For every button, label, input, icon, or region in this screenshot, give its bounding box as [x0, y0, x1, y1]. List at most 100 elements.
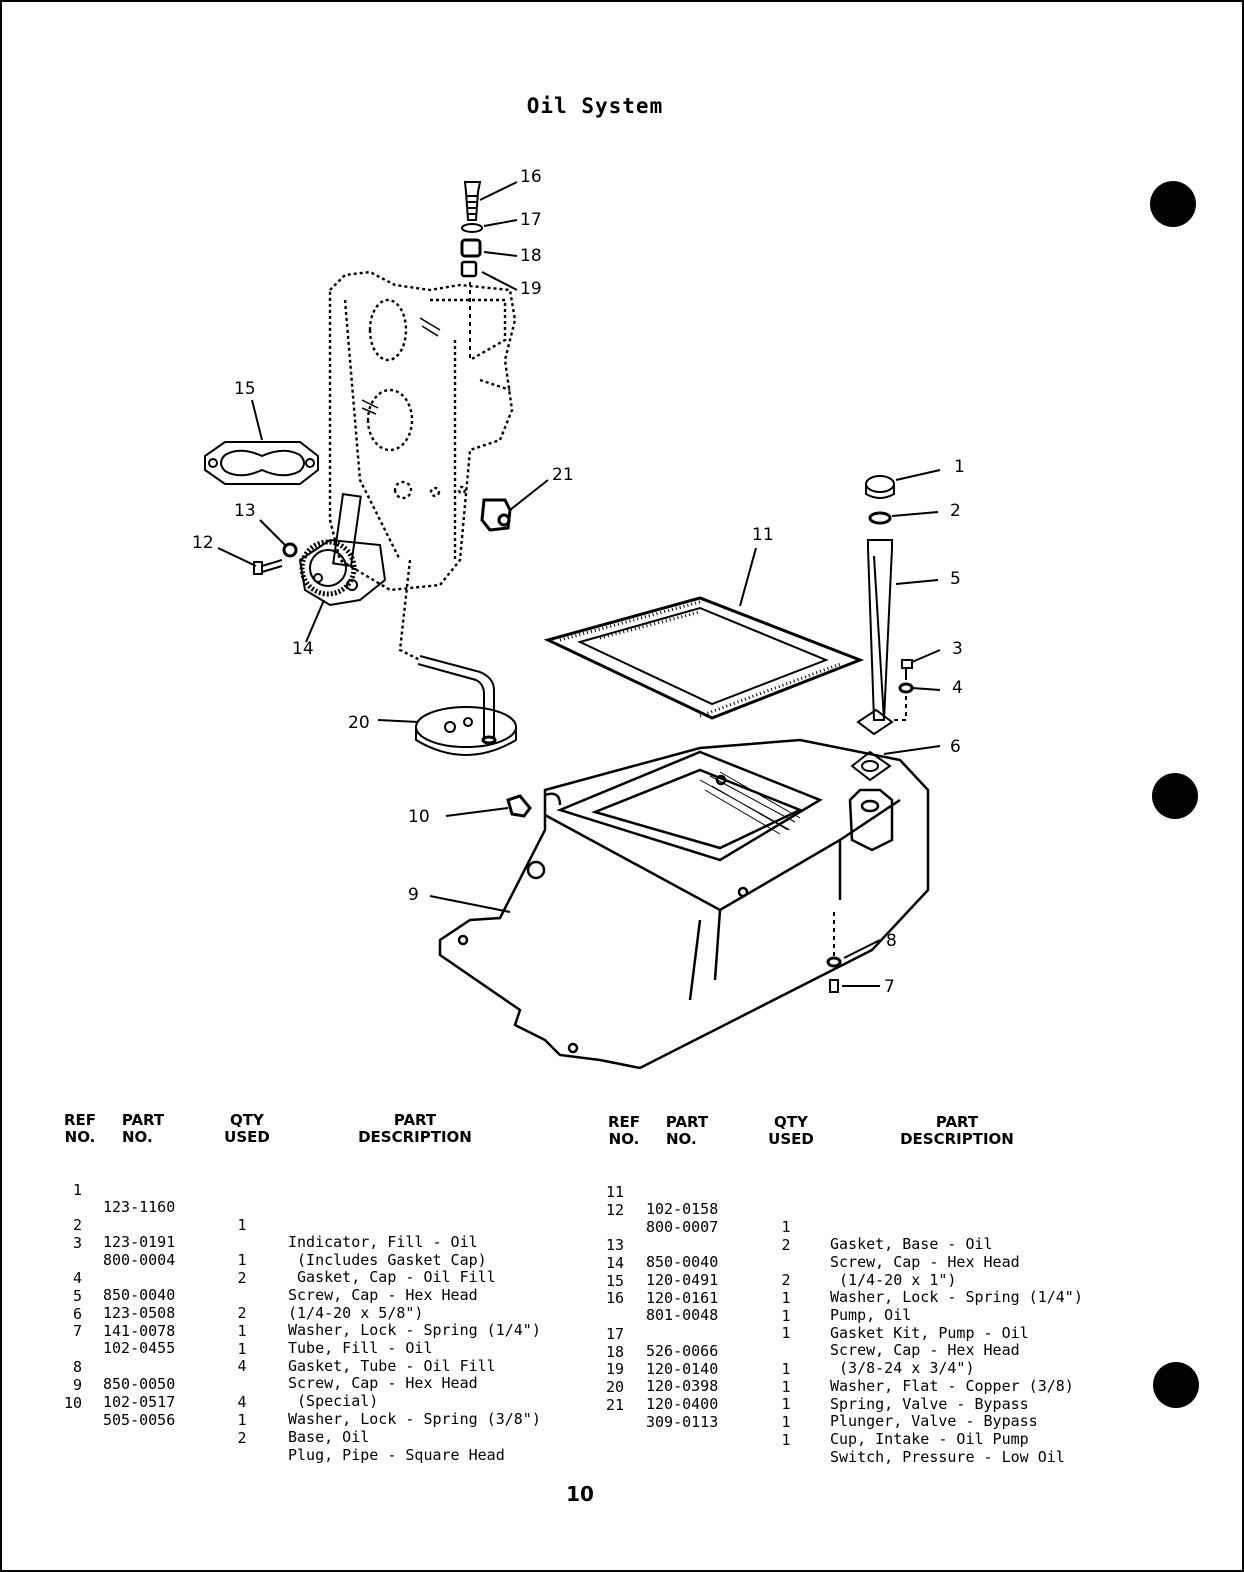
header-ref-line2: NO.	[64, 1128, 96, 1146]
callout-8: 8	[886, 931, 897, 951]
part-no: 800-0007	[646, 1218, 719, 1237]
callout-21: 21	[552, 465, 574, 485]
part-no: 120-0398	[646, 1377, 719, 1396]
qty-used: 2	[781, 1235, 791, 1254]
ref-no: 15	[605, 1271, 624, 1290]
oil-fill-tube	[856, 475, 895, 736]
qty-used: 2	[237, 1268, 247, 1287]
table-row: 8 850-0050 4 Washer, Lock - Spring (3/8"…	[60, 1341, 541, 1447]
ref-no: 9	[72, 1375, 82, 1394]
qty-used: 2	[237, 1428, 247, 1447]
ref-no: 16	[605, 1288, 624, 1307]
table-row: 14 120-0491 1 Pump, Oil	[602, 1237, 911, 1343]
header-part-no: PART NO.	[118, 1112, 168, 1146]
fill-tube-screw	[894, 659, 914, 721]
ref-no: 13	[605, 1235, 624, 1254]
header-qty-used: QTY USED	[224, 1112, 270, 1146]
callout-12: 12	[192, 533, 214, 553]
qty-used: 1	[781, 1394, 791, 1413]
ref-no: 18	[605, 1342, 624, 1361]
table-row: 12 800-0007 2 Screw, Cap - Hex Head (1/4…	[602, 1184, 1020, 1290]
part-no: 102-0455	[103, 1339, 176, 1358]
qty-used: 2	[781, 1270, 791, 1289]
qty-used: 2	[237, 1303, 247, 1322]
hatched-areas	[361, 317, 441, 415]
header-part-line1: PART	[121, 1111, 165, 1129]
part-no: 123-1160	[103, 1198, 176, 1217]
qty-used: 1	[781, 1288, 791, 1307]
header-desc-line1: PART	[393, 1111, 437, 1129]
qty-used: 1	[237, 1410, 247, 1429]
oil-base-gasket	[543, 596, 865, 720]
bypass-valve-stack	[460, 181, 483, 360]
part-no: 120-0400	[646, 1395, 719, 1414]
header-qty-line1: QTY	[230, 1111, 264, 1129]
part-description: Base, Oil	[288, 1428, 370, 1447]
part-no: 141-0078	[103, 1322, 176, 1341]
callout-leaders	[217, 181, 941, 987]
callout-10: 10	[408, 807, 430, 827]
callout-4: 4	[952, 678, 963, 698]
header-ref-line1: REF	[607, 1113, 641, 1131]
part-description: Screw, Cap - Hex Head (1/4-20 x 1")	[830, 1253, 1020, 1289]
part-description: Screw, Cap - Hex Head (3/8-24 x 3/4")	[830, 1341, 1020, 1377]
callout-19: 19	[520, 279, 542, 299]
part-no: 123-0508	[103, 1304, 176, 1323]
fill-tube-gasket	[850, 750, 892, 782]
part-no: 850-0050	[103, 1375, 176, 1394]
ref-no: 7	[72, 1321, 82, 1340]
header-qty-used: QTY USED	[768, 1114, 814, 1148]
binder-hole-bottom	[1153, 1362, 1199, 1408]
ref-no: 17	[605, 1324, 624, 1343]
qty-used: 1	[781, 1412, 791, 1431]
part-description: Washer, Lock - Spring (1/4")	[830, 1288, 1083, 1307]
header-ref-no: REF NO.	[604, 1114, 644, 1148]
ref-no: 1	[72, 1180, 82, 1199]
page-title: Oil System	[526, 94, 664, 118]
table-row: 21 309-0113 1 Switch, Pressure - Low Oil	[602, 1379, 1065, 1485]
part-description: Gasket, Tube - Oil Fill	[288, 1357, 496, 1376]
ref-no: 3	[72, 1233, 82, 1252]
callout-1: 1	[954, 457, 965, 477]
ref-no: 19	[605, 1359, 624, 1378]
header-desc-line2: DESCRIPTION	[358, 1128, 472, 1146]
table-row: 11 102-0158 1 Gasket, Base - Oil	[602, 1166, 993, 1272]
table-row: 5 123-0508 1 Tube, Fill - Oil	[60, 1270, 433, 1376]
table-row: 2 123-0191 1 Gasket, Cap - Oil Fill	[60, 1199, 496, 1305]
table-row: 7 102-0455 4 Screw, Cap - Hex Head (Spec…	[60, 1305, 478, 1411]
part-description: Gasket, Base - Oil	[830, 1235, 993, 1254]
table-row: 3 800-0004 2 Screw, Cap - Hex Head (1/4-…	[60, 1217, 478, 1323]
oil-base-screen	[699, 771, 801, 835]
part-description: Screw, Cap - Hex Head (Special)	[288, 1374, 478, 1410]
header-ref-line2: NO.	[608, 1130, 640, 1148]
callout-17: 17	[520, 210, 542, 230]
part-description: Tube, Fill - Oil	[288, 1339, 433, 1358]
header-part-no: PART NO.	[662, 1114, 712, 1148]
part-description: Spring, Valve - Bypass	[830, 1395, 1029, 1414]
part-description: Plunger, Valve - Bypass	[830, 1412, 1038, 1431]
header-ref-line1: REF	[63, 1111, 97, 1129]
callout-11: 11	[752, 525, 774, 545]
ref-no: 2	[72, 1215, 82, 1234]
part-no: 801-0048	[646, 1306, 719, 1325]
header-part-description: PART DESCRIPTION	[350, 1112, 480, 1146]
part-description: Pump, Oil	[830, 1306, 912, 1325]
part-no: 120-0491	[646, 1271, 719, 1290]
part-no: 850-0040	[646, 1253, 719, 1272]
ref-no: 12	[605, 1200, 624, 1219]
ref-no: 6	[72, 1304, 82, 1323]
part-no: 120-0161	[646, 1289, 719, 1308]
binder-hole-top	[1150, 181, 1196, 227]
part-no: 309-0113	[646, 1413, 719, 1432]
callout-16: 16	[520, 167, 542, 187]
callout-3: 3	[952, 639, 963, 659]
part-description: Switch, Pressure - Low Oil	[830, 1448, 1065, 1467]
qty-used: 1	[237, 1321, 247, 1340]
callout-2: 2	[950, 501, 961, 521]
ref-no: 5	[72, 1286, 82, 1305]
page-number: 10	[566, 1482, 594, 1506]
low-oil-pressure-switch	[480, 498, 512, 532]
qty-used: 1	[781, 1430, 791, 1449]
ref-no: 21	[605, 1395, 624, 1414]
